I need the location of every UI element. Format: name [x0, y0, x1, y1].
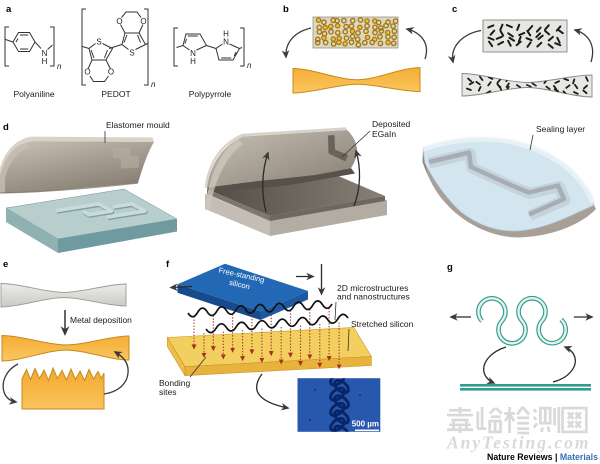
svg-text:b: b — [283, 4, 289, 15]
svg-text:n: n — [57, 62, 62, 71]
svg-text:Nature Reviews | Materials: Nature Reviews | Materials — [487, 452, 598, 462]
svg-text:Polypyrrole: Polypyrrole — [189, 89, 232, 99]
svg-text:H: H — [42, 57, 48, 66]
svg-text:N: N — [42, 49, 48, 58]
svg-text:O: O — [84, 68, 90, 77]
svg-text:d: d — [3, 122, 9, 133]
svg-text:c: c — [452, 4, 457, 15]
svg-text:O: O — [108, 68, 114, 77]
svg-text:a: a — [6, 4, 12, 15]
svg-text:500 µm: 500 µm — [352, 420, 379, 429]
svg-text:Sealing layer: Sealing layer — [536, 124, 585, 134]
svg-text:Polyaniline: Polyaniline — [13, 89, 54, 99]
svg-text:H: H — [223, 30, 229, 39]
svg-text:2D microstructures: 2D microstructures — [337, 283, 408, 293]
svg-text:N: N — [223, 38, 229, 47]
svg-text:EGaIn: EGaIn — [372, 129, 396, 139]
svg-text:and nanostructures: and nanostructures — [337, 292, 410, 302]
svg-text:N: N — [190, 49, 196, 58]
svg-text:H: H — [190, 57, 196, 66]
svg-text:n: n — [247, 61, 252, 70]
svg-text:n: n — [151, 80, 156, 89]
svg-text:Elastomer mould: Elastomer mould — [106, 120, 170, 130]
svg-text:f: f — [166, 259, 170, 270]
svg-text:O: O — [140, 17, 146, 26]
svg-text:O: O — [116, 17, 122, 26]
svg-text:S: S — [129, 49, 134, 58]
svg-text:S: S — [96, 38, 101, 47]
svg-text:g: g — [447, 262, 453, 273]
svg-text:Bonding: Bonding — [159, 378, 190, 388]
svg-text:AnyTesting.com: AnyTesting.com — [446, 433, 591, 453]
svg-text:e: e — [3, 259, 8, 270]
svg-text:silicon: silicon — [228, 278, 251, 291]
svg-text:Stretched silicon: Stretched silicon — [351, 319, 414, 329]
svg-text:PEDOT: PEDOT — [101, 89, 130, 99]
svg-text:sites: sites — [159, 387, 176, 397]
svg-text:Deposited: Deposited — [372, 119, 411, 129]
svg-text:Metal deposition: Metal deposition — [70, 315, 132, 325]
